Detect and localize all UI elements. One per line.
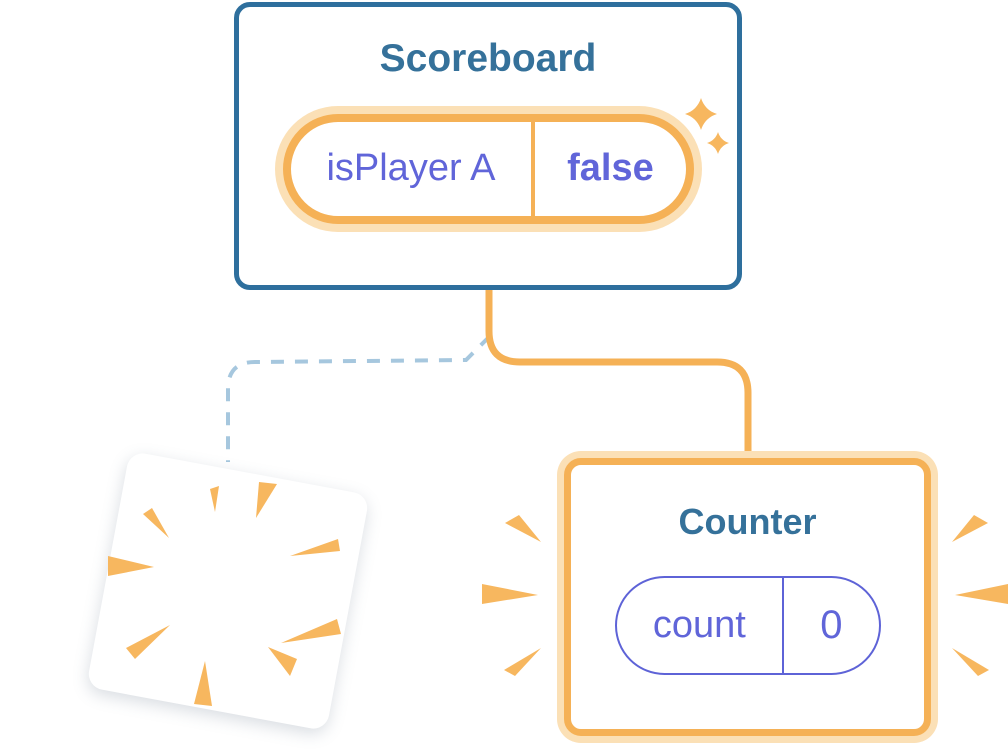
counter-state-key: count: [617, 578, 785, 674]
solid-new-component-link: [485, 288, 752, 456]
dashed-old-position-link: [226, 334, 492, 462]
counter-state-value: 0: [820, 603, 843, 648]
emphasis-burst-left-icon: [482, 515, 541, 676]
scoreboard-title: Scoreboard: [379, 37, 597, 80]
counter-card-glow: Counter count 0: [557, 451, 938, 743]
destroyed-component-card: [86, 450, 370, 732]
counter-title: Counter: [678, 501, 817, 542]
scoreboard-card: Scoreboard isPlayer A false: [234, 2, 742, 290]
scoreboard-state-key: isPlayer A: [291, 121, 536, 216]
scoreboard-state-value: false: [567, 147, 654, 190]
scoreboard-state-pill: isPlayer A false: [282, 113, 694, 224]
scoreboard-state-pill-glow: isPlayer A false: [274, 105, 702, 232]
emphasis-burst-right-icon: [952, 515, 1008, 676]
counter-state-pill: count 0: [614, 576, 881, 676]
counter-card: Counter count 0: [564, 458, 931, 736]
